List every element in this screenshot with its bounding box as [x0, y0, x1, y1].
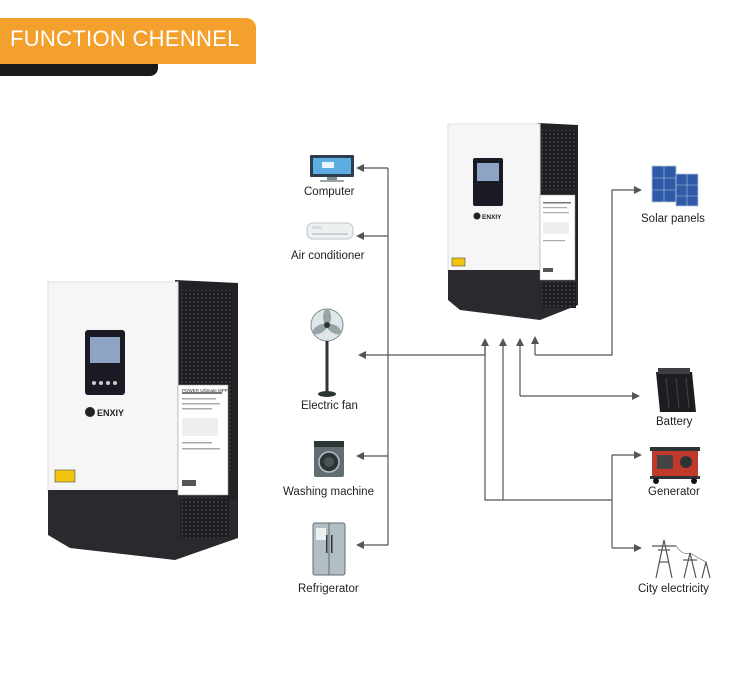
solar-panel-icon [651, 165, 699, 207]
electric-fan-icon [310, 308, 344, 397]
source-label-generator: Generator [648, 486, 700, 498]
connection-lines [356, 164, 642, 552]
source-label-solar-panels: Solar panels [641, 213, 705, 225]
load-label-refrigerator: Refrigerator [298, 583, 359, 595]
source-label-battery: Battery [656, 416, 693, 428]
washing-machine-icon [314, 441, 344, 477]
load-label-electric-fan: Electric fan [301, 400, 358, 412]
air-conditioner-icon [306, 222, 354, 240]
large-inverter-brand: ENXIY [97, 408, 124, 418]
battery-icon [656, 368, 696, 412]
small-inverter [447, 123, 578, 320]
power-tower-icon [652, 539, 711, 579]
load-label-computer: Computer [304, 186, 355, 198]
page-title: FUNCTION CHENNEL [10, 26, 240, 51]
computer-icon [310, 155, 354, 182]
large-inverter-label: POWER Ultimate MPPT [182, 388, 231, 393]
small-inverter-brand: ENXIY [482, 214, 502, 221]
generator-icon [650, 447, 700, 484]
title-banner [0, 18, 256, 64]
source-label-city-electricity: City electricity [638, 583, 709, 595]
large-inverter [47, 280, 238, 560]
load-label-washing-machine: Washing machine [283, 486, 374, 498]
load-label-air-conditioner: Air conditioner [291, 250, 365, 262]
refrigerator-icon [312, 522, 346, 576]
